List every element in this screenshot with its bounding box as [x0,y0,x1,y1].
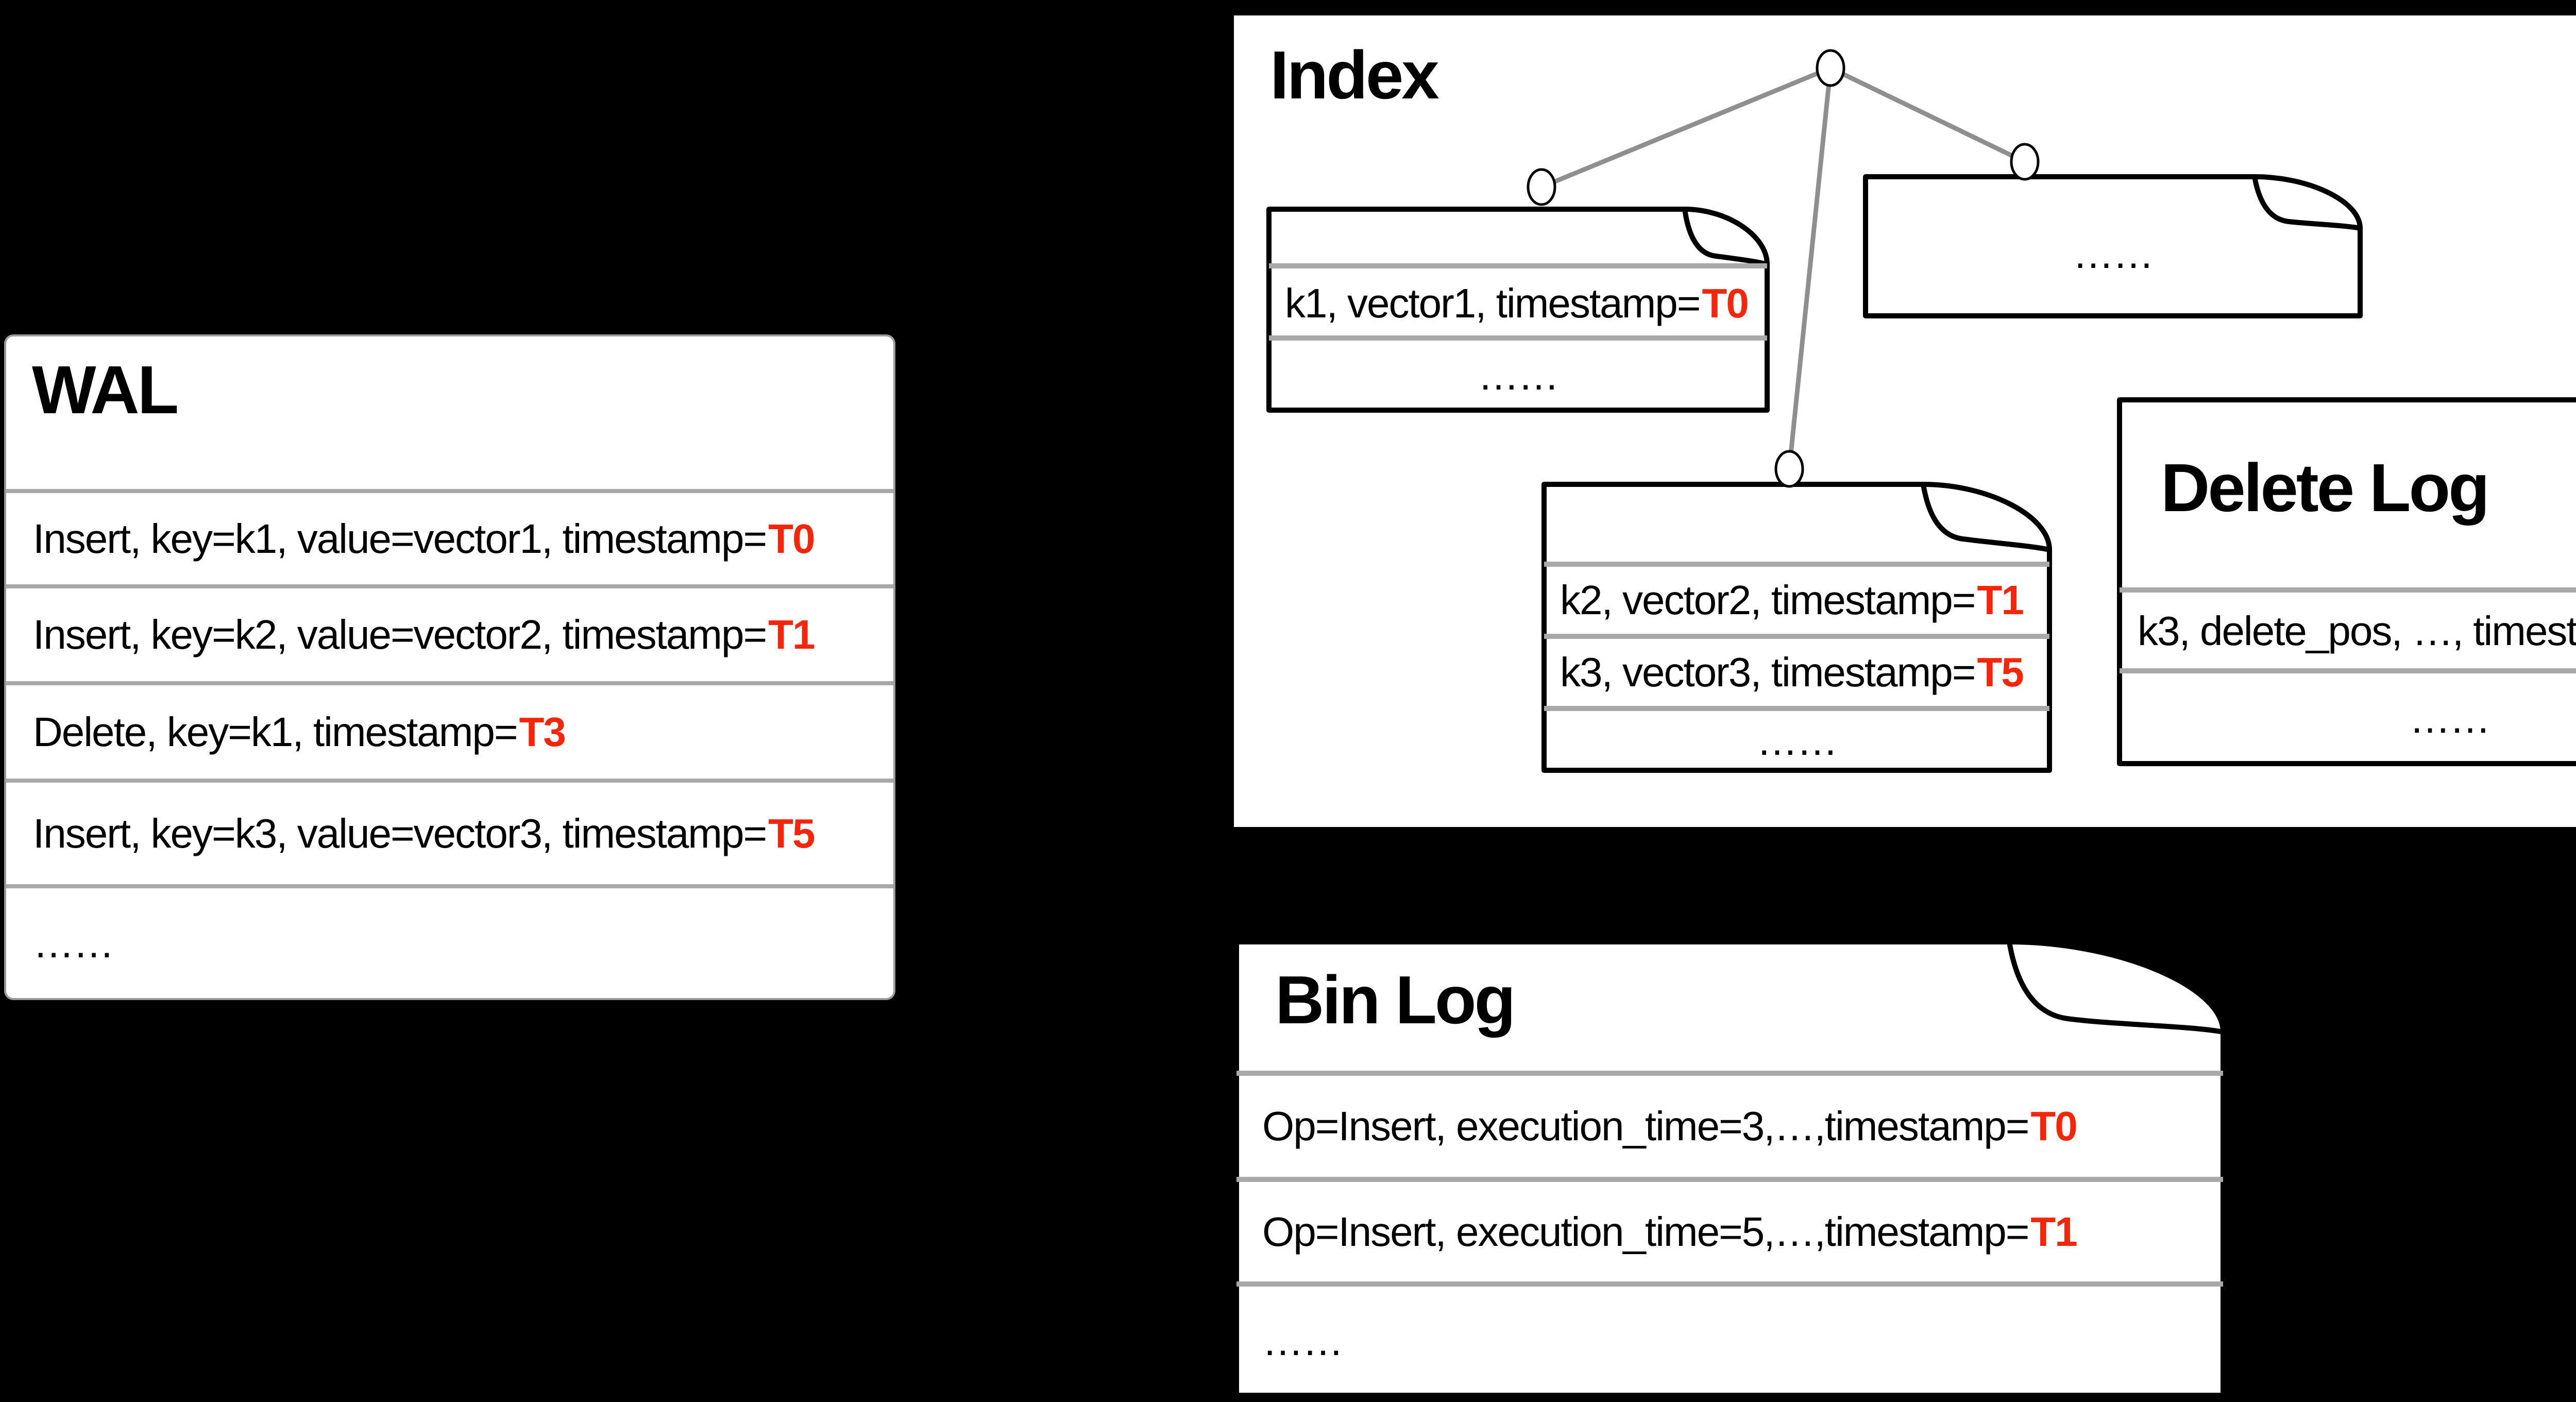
index-tree-edges [1540,65,2026,469]
bin-log-row-ellipsis: …… [1234,1287,2226,1395]
bin-log-row: Op=Insert, execution_time=3,…,timestamp=… [1234,1076,2226,1177]
wal-row: Insert, key=k1, value=vector1, timestamp… [6,489,893,584]
timestamp-value: T5 [1977,649,2024,695]
index-segment-doc-more: …… [1863,174,2363,318]
wal-row-text: …… [33,920,114,966]
segment-row-ellipsis: …… [1266,341,1770,410]
timestamp-value: T1 [1977,577,2024,623]
index-segment-doc-k2k3: k2, vector2, timestamp=T1 k3, vector3, t… [1541,482,2052,773]
timestamp-value: T5 [768,810,815,856]
segment-row-text: k2, vector2, timestamp= [1560,577,1976,623]
bin-log-row: Op=Insert, execution_time=5,…,timestamp=… [1234,1182,2226,1281]
segment-row-text: …… [2073,231,2154,277]
segment-row-text: k1, vector1, timestamp= [1285,280,1701,326]
bin-log-row-text: Op=Insert, execution_time=5,…,timestamp= [1262,1208,2029,1255]
wal-table: WAL Insert, key=k1, value=vector1, times… [4,334,895,1000]
index-segment-doc-k1: k1, vector1, timestamp=T0 …… [1266,207,1770,413]
wal-row: Insert, key=k3, value=vector3, timestamp… [6,779,893,884]
segment-row-text: …… [1478,352,1560,398]
index-panel: Index k1, vector1, timestamp=T0 …… [1234,15,2576,827]
wal-row-text: Insert, key=k1, value=vector1, timestamp… [33,515,767,562]
wal-row-ellipsis: …… [6,884,893,998]
index-tree-nodes [1527,49,2040,488]
delete-log-row-text: …… [2409,695,2491,741]
timestamp-value: T0 [1702,280,1749,326]
bin-log-row-text: …… [1262,1317,1344,1364]
document-shape [1863,174,2363,318]
delete-log-row: k3, delete_pos, …, timestamp=T3 [2117,593,2576,670]
tree-child-node-right [2010,143,2040,181]
wal-row: Delete, key=k1, timestamp=T3 [6,681,893,779]
wal-row-text: Insert, key=k3, value=vector3, timestamp… [33,810,767,856]
document-shape [1234,939,2226,1398]
bin-log-doc: Bin Log Op=Insert, execution_time=3,…,ti… [1234,939,2226,1398]
timestamp-value: T0 [2030,1103,2077,1149]
delete-log-title: Delete Log [2161,450,2490,526]
segment-row: k1, vector1, timestamp=T0 [1266,268,1770,338]
wal-title: WAL [32,352,179,428]
document-shape [1541,482,2052,773]
delete-log-row-text: k3, delete_pos, …, timestamp= [2138,608,2576,654]
wal-row: Insert, key=k2, value=vector2, timestamp… [6,584,893,681]
document-shape [2117,397,2576,766]
delete-log-row-ellipsis: …… [2117,673,2576,764]
segment-row-text: k3, vector3, timestamp= [1560,649,1976,695]
timestamp-value: T3 [519,708,566,755]
bin-log-row-text: Op=Insert, execution_time=3,…,timestamp= [1262,1103,2029,1149]
index-panel-title: Index [1270,37,1439,113]
tree-child-node-left [1527,168,1556,206]
segment-row-ellipsis: …… [1863,190,2363,318]
tree-child-node-middle [1774,450,1804,488]
timestamp-value: T0 [768,515,815,562]
delete-log-doc: Delete Log k3, delete_pos, …, timestamp=… [2117,397,2576,766]
segment-row: k2, vector2, timestamp=T1 [1541,567,2052,634]
bin-log-title: Bin Log [1275,962,1516,1038]
wal-row-text: Insert, key=k2, value=vector2, timestamp… [33,612,767,657]
segment-row-ellipsis: …… [1541,711,2052,770]
segment-row: k3, vector3, timestamp=T5 [1541,639,2052,706]
wal-row-text: Delete, key=k1, timestamp= [33,708,518,755]
timestamp-value: T1 [2030,1208,2077,1255]
timestamp-value: T1 [768,612,815,657]
tree-root-node [1816,49,1845,87]
document-shape [1266,207,1770,413]
segment-row-text: …… [1756,717,1838,764]
